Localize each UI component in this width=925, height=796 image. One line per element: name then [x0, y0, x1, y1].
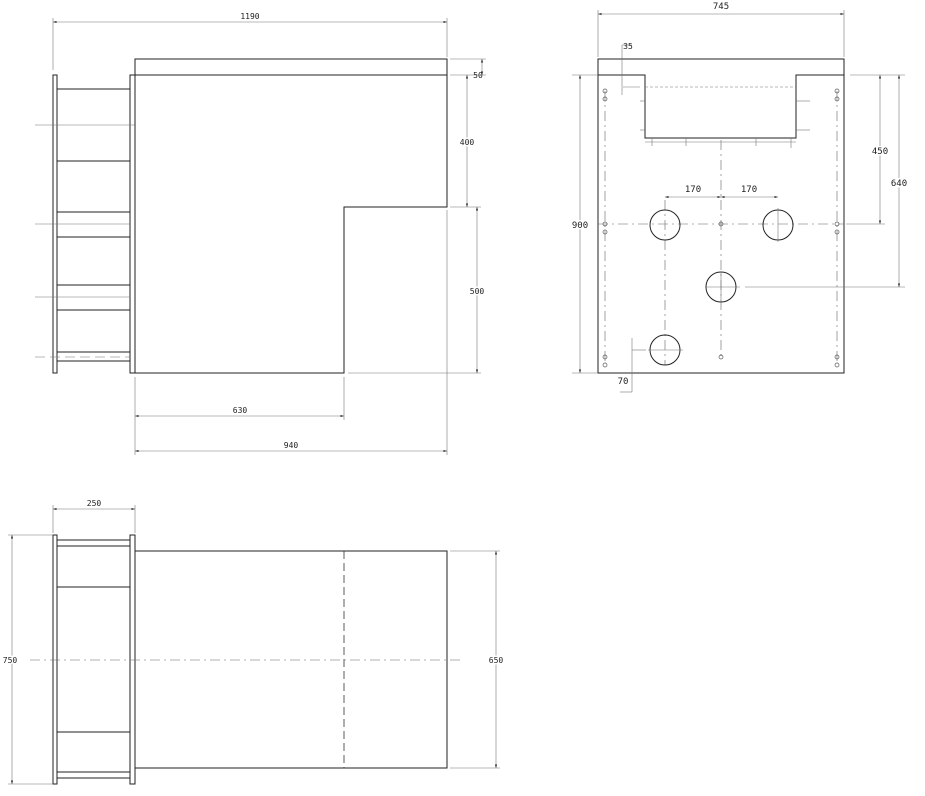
- dim-640: 640: [891, 179, 907, 189]
- front-plate: [129, 534, 136, 785]
- dimension-lines: [578, 12, 901, 373]
- dim-650: 650: [489, 656, 504, 665]
- dim-400: 400: [460, 138, 475, 147]
- center-lines: [598, 91, 844, 365]
- front-view: 1190 50 400 500 630 940: [35, 12, 486, 455]
- body-outline: [134, 74, 448, 374]
- dim-250: 250: [87, 499, 102, 508]
- dim-450: 450: [872, 147, 888, 157]
- extension-lines: [572, 10, 905, 393]
- dim-170-left: 170: [685, 185, 701, 195]
- dimension-lines: [53, 20, 484, 453]
- dim-900: 900: [572, 221, 588, 231]
- mounting-points: [602, 88, 840, 368]
- panel-rails: [57, 88, 130, 362]
- reference-lines: [35, 124, 135, 358]
- dim-70: 70: [618, 377, 629, 387]
- extension-lines: [8, 505, 500, 785]
- dim-1190: 1190: [240, 12, 259, 21]
- dim-940: 940: [284, 441, 299, 450]
- panel-rails: [57, 539, 130, 779]
- dim-750: 750: [3, 656, 18, 665]
- side-outline: [597, 58, 845, 374]
- holes: [648, 208, 794, 366]
- dim-745: 745: [713, 2, 729, 12]
- front-plate: [129, 74, 136, 374]
- dimension-lines: [10, 507, 498, 784]
- top-view: 250 750 650: [1, 499, 505, 785]
- dim-50: 50: [473, 71, 483, 80]
- dim-500: 500: [470, 287, 485, 296]
- dim-630: 630: [233, 406, 248, 415]
- dim-35: 35: [623, 42, 633, 51]
- notch-outline: [598, 74, 844, 139]
- notch-ticks: [640, 100, 810, 148]
- body-outline: [134, 550, 448, 769]
- side-view: 745 35 900 450 640 170 170 70: [570, 2, 909, 393]
- hole: [649, 209, 681, 241]
- dim-170-right: 170: [741, 185, 757, 195]
- extension-lines: [52, 18, 486, 455]
- back-plate: [52, 534, 58, 785]
- top-strip: [134, 58, 448, 76]
